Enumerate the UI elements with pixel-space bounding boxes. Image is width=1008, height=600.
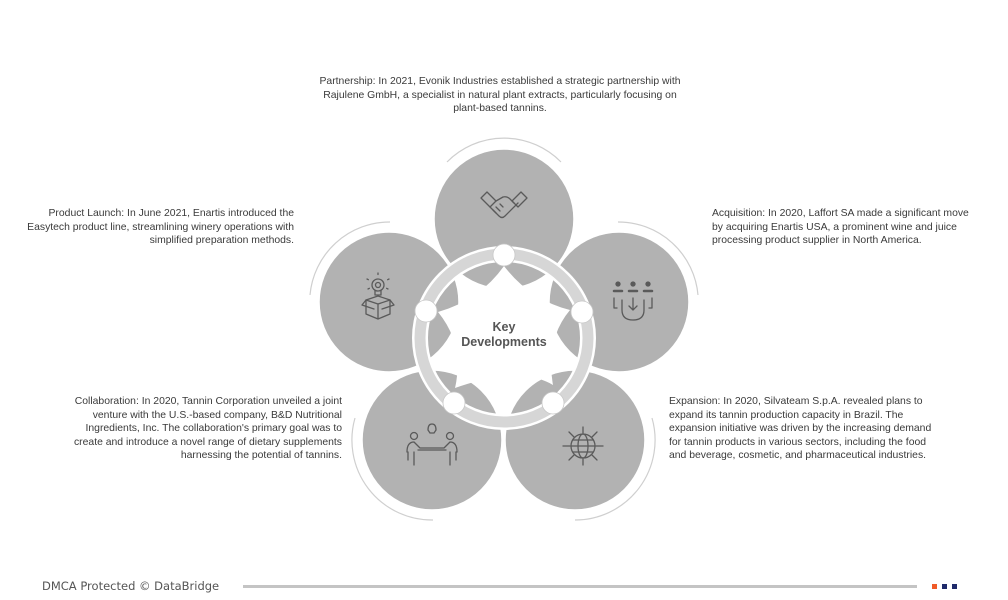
circle-acquisition [548, 231, 690, 373]
magnet-people-icon [612, 281, 654, 321]
brand-square-orange [932, 584, 937, 589]
text-line: expansion initiative was driven by the i… [669, 423, 932, 435]
brand-square-navy [952, 584, 957, 589]
collaboration-text: Collaboration: In 2020, Tannin Corporati… [0, 395, 342, 463]
text-line: and beverage, cosmetic, and pharmaceutic… [669, 450, 927, 462]
text-line: expand its tannin production capacity in… [669, 409, 904, 421]
outer-arc [309, 221, 391, 296]
center-label-line2: Developments [461, 335, 546, 349]
text-line: simplified preparation methods. [149, 235, 294, 247]
globe-arrows-icon [562, 426, 604, 466]
footer-copyright: DMCA Protected © DataBridge [42, 579, 220, 593]
text-line: Rajulene GmbH, a specialist in natural p… [323, 89, 677, 101]
text-line: plant-based tannins. [453, 103, 547, 115]
center-label-line1: Key [493, 320, 516, 334]
text-line: Collaboration: In 2020, Tannin Corporati… [74, 396, 342, 407]
product-launch-text: Product Launch: In June 2021, Enartis in… [0, 207, 294, 248]
text-line: venture with the U.S.-based company, B&D… [92, 409, 342, 421]
ring-dots [414, 243, 594, 415]
meeting-icon [406, 423, 458, 466]
ring-dot [541, 391, 565, 415]
brand-square-navy [942, 584, 947, 589]
footer-divider [243, 585, 917, 588]
center-fill [438, 266, 570, 388]
text-line: harnessing the potential of tannins. [180, 450, 342, 462]
text-line: create and introduce a novel range of di… [73, 436, 342, 448]
text-line: for tannin products in various sectors, … [669, 436, 927, 448]
text-line: Partnership: In 2021, Evonik Industries … [319, 76, 681, 87]
partnership-text: Partnership: In 2021, Evonik Industries … [290, 75, 710, 116]
outer-arc [617, 221, 699, 296]
expansion-text: Expansion: In 2020, Silvateam S.p.A. rev… [669, 395, 989, 463]
text-line: Expansion: In 2020, Silvateam S.p.A. rev… [669, 396, 923, 407]
outer-arc [446, 137, 562, 163]
ring-dot [570, 300, 594, 324]
circle-product-launch [318, 231, 460, 373]
idea-box-icon [361, 272, 395, 320]
acquisition-text: Acquisition: In 2020, Laffort SA made a … [712, 207, 1008, 248]
text-line: Acquisition: In 2020, Laffort SA made a … [712, 208, 969, 219]
ring-dot [442, 391, 466, 415]
text-line: by acquiring Enartis USA, a prominent wi… [712, 221, 957, 233]
ring-dot [492, 243, 516, 267]
outer-arcs [309, 137, 699, 521]
outer-arc [351, 417, 434, 521]
text-line: Easytech product line, streamlining wine… [27, 221, 294, 233]
ring-dot [414, 299, 438, 323]
text-line: Ingredients, Inc. The collaboration's pr… [85, 423, 343, 435]
outer-arc [574, 417, 656, 521]
text-line: processing product supplier in North Ame… [712, 235, 922, 247]
handshake-icon [480, 191, 528, 219]
text-line: Product Launch: In June 2021, Enartis in… [48, 208, 295, 219]
